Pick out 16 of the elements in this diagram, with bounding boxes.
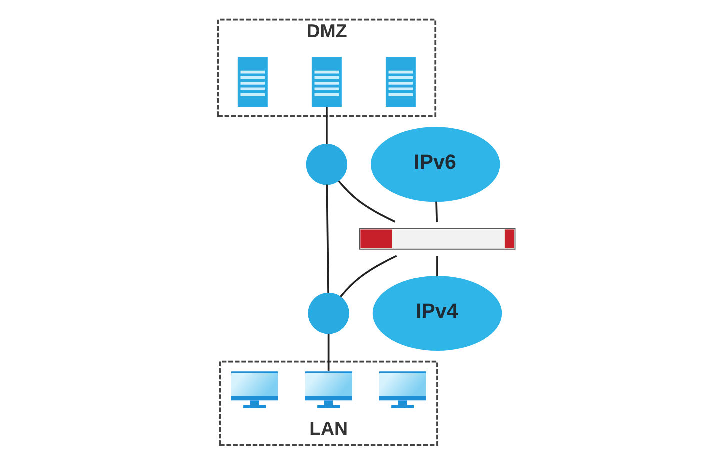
node-circle [308,292,350,334]
cluster: DMZ [217,18,437,118]
connector [436,202,438,222]
node-circle [306,144,348,186]
connector [326,184,330,294]
node-picture [238,57,268,107]
node-ellipse: IPv4 [372,276,502,352]
connector [326,107,328,144]
node-picture [386,57,416,107]
cluster: LAN [219,360,438,446]
node-ellipse: IPv6 [370,127,500,202]
connector [328,334,330,371]
connector [340,255,398,298]
node-picture [312,57,342,107]
connector [338,180,396,223]
connector [436,256,438,276]
